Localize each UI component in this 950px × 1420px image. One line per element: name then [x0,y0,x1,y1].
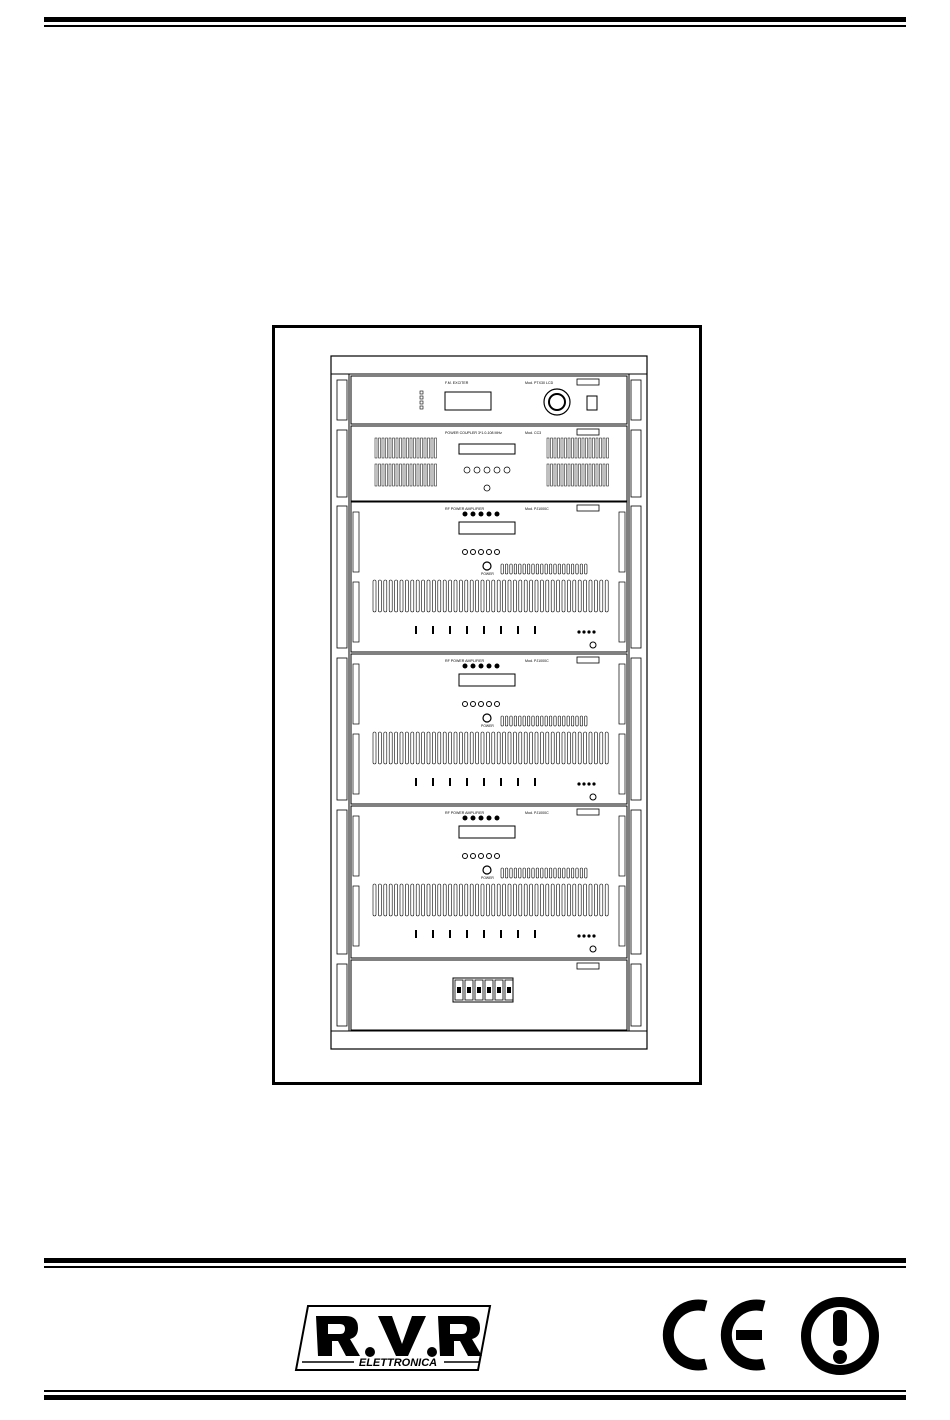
rack-unit-amp2: RF POWER AMPLIFIER Mod. PJ1000C POWER [337,654,641,804]
unit-title: F.M. EXCITER [445,381,469,385]
footer-bottom-rule [44,1390,906,1400]
rack-unit-exciter: F.M. EXCITER Mod. PTX30 LCD [337,376,641,424]
footer-top-rule [44,1258,906,1268]
unit-title: RF POWER AMPLIFIER [445,659,485,663]
unit-model: Mod. PJ1000C [525,811,549,815]
unit-model: Mod. PJ1000C [525,659,549,663]
rack-unit-breakers [337,960,641,1030]
unit-model: Mod. PJ1000C [525,507,549,511]
logo-subtitle: ELETTRONICA [359,1357,437,1369]
power-label: POWER [481,724,494,728]
unit-title: RF POWER AMPLIFIER [445,507,485,511]
rack-unit-amp1: RF POWER AMPLIFIER Mod. PJ1000C POWER [337,502,641,652]
rack-unit-amp3: RF POWER AMPLIFIER Mod. PJ1000C POWER [337,806,641,958]
figure-frame: F.M. EXCITER Mod. PTX30 LCD POWER COUPLER … [272,325,702,1085]
power-label: POWER [481,572,494,576]
unit-title: POWER COUPLER 3*1.0-108 MHz [445,431,502,435]
rack-unit-combiner: POWER COUPLER 3*1.0-108 MHz Mod. CC3 [337,426,641,501]
ce-mark-icon [662,1296,770,1374]
top-double-rule [44,17,906,27]
unit-model: Mod. CC3 [525,431,541,435]
alert-mark-icon [800,1296,880,1376]
power-label: POWER [481,876,494,880]
rvr-elettronica-logo: ELETTRONICA [294,1302,492,1374]
unit-model: Mod. PTX30 LCD [525,381,554,385]
rack-illustration: F.M. EXCITER Mod. PTX30 LCD POWER COUPLER … [275,328,699,1082]
unit-title: RF POWER AMPLIFIER [445,811,485,815]
